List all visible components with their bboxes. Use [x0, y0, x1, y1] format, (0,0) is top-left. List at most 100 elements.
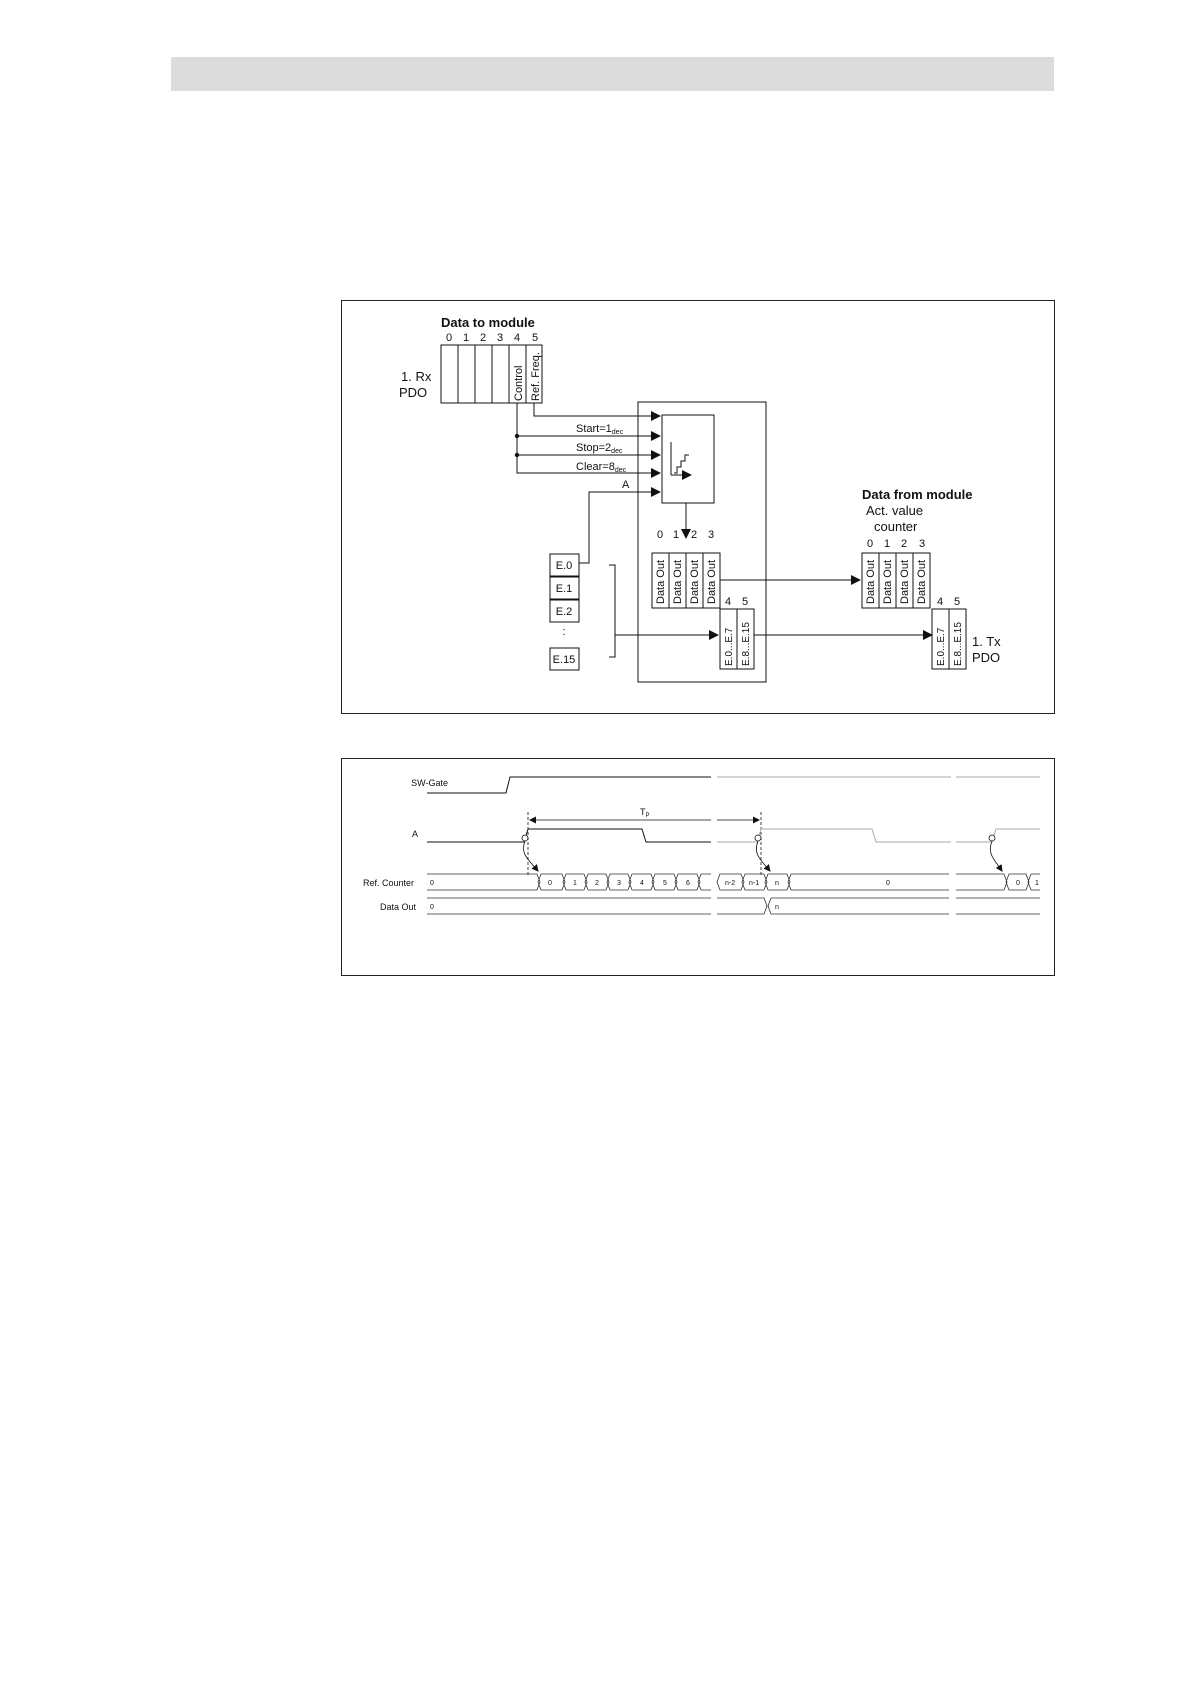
svg-text:0: 0	[430, 880, 434, 887]
svg-text:4: 4	[640, 880, 644, 887]
tx-data-out-bytes	[861, 552, 931, 609]
svg-text:n-2: n-2	[725, 880, 735, 887]
counter-function-block	[661, 414, 715, 504]
timing-diagram-svg: SW-Gate A Ref. Counter Data Out TP	[363, 776, 1040, 915]
e8-e15-label: E.8...E.15	[741, 622, 752, 666]
ref-counter-values: 0 0 1 2 3 4 5 6 n-2 n-1 n 0 0 1	[430, 880, 1039, 887]
tx-e-bytes	[931, 608, 967, 670]
e0-e7-label: E.0...E.7	[936, 627, 947, 666]
tx-pdo-label: PDO	[972, 650, 1000, 665]
data-out-label: Data Out	[706, 560, 718, 604]
byte-number: 1	[884, 538, 890, 550]
svg-text:5: 5	[663, 880, 667, 887]
e8-e15-label: E.8...E.15	[953, 622, 964, 666]
ref-freq-line	[533, 403, 661, 421]
signal-a: A	[412, 829, 418, 839]
byte-number: 5	[954, 596, 960, 608]
tx-label: 1. Tx	[972, 634, 1001, 649]
period-marker	[527, 812, 762, 877]
input-ellipsis: :	[562, 626, 565, 638]
signal-ref-counter: Ref. Counter	[363, 878, 414, 888]
byte-number: 0	[446, 332, 452, 344]
input-e0: E.0	[556, 560, 573, 572]
svg-text:n: n	[775, 880, 779, 887]
byte-number: 4	[937, 596, 943, 608]
byte-number: 0	[657, 529, 663, 541]
timing-diagram: SW-Gate A Ref. Counter Data Out TP	[341, 758, 1055, 976]
byte-number: 0	[867, 538, 873, 550]
svg-text:Start=1dec: Start=1dec	[576, 423, 624, 436]
byte-number: 2	[901, 538, 907, 550]
byte-number: 1	[673, 529, 679, 541]
data-out-values: 0 n	[430, 904, 779, 911]
data-out-label: Data Out	[655, 560, 667, 604]
byte-number: 2	[691, 529, 697, 541]
ref-counter-bus	[427, 873, 1040, 891]
svg-text:0: 0	[1016, 880, 1020, 887]
svg-text:0: 0	[886, 880, 890, 887]
svg-text:2: 2	[595, 880, 599, 887]
data-out-label: Data Out	[882, 560, 894, 604]
edge-arrows	[523, 840, 1003, 872]
dec-subscript: dec	[611, 448, 623, 455]
svg-text:1: 1	[573, 880, 577, 887]
rx-label: 1. Rx	[401, 369, 432, 384]
svg-text:0: 0	[548, 880, 552, 887]
dec-subscript: dec	[615, 467, 627, 474]
ref-freq-label: Ref. Freq.	[530, 352, 542, 401]
svg-text:3: 3	[617, 880, 621, 887]
byte-number: 5	[742, 596, 748, 608]
input-bracket	[609, 564, 616, 658]
module-frame	[637, 401, 767, 683]
byte-number: 2	[480, 332, 486, 344]
byte-number: 3	[919, 538, 925, 550]
act-value-label: Act. value	[866, 503, 923, 518]
a-line	[579, 487, 661, 564]
byte-number: 4	[514, 332, 520, 344]
a-waveform	[427, 828, 1040, 843]
period-label: TP	[640, 807, 650, 819]
signal-data-out: Data Out	[380, 902, 417, 912]
block-diagram: Data to module 0 1 2 3 4 5 Control Ref. …	[341, 300, 1055, 714]
a-label: A	[622, 479, 630, 491]
block-diagram-svg: Data to module 0 1 2 3 4 5 Control Ref. …	[399, 315, 1001, 683]
clear-label: Clear=8	[576, 461, 615, 473]
svg-text:n: n	[775, 904, 779, 911]
data-out-label: Data Out	[865, 560, 877, 604]
byte-number: 4	[725, 596, 731, 608]
input-boxes	[549, 553, 580, 671]
stop-label: Stop=2	[576, 442, 611, 454]
dec-subscript: dec	[612, 429, 624, 436]
rx-pdo-bytes	[440, 344, 543, 404]
byte-number: 1	[463, 332, 469, 344]
byte-number: 3	[497, 332, 503, 344]
page-header-bar	[171, 57, 1054, 91]
data-from-module-title: Data from module	[862, 487, 973, 502]
pdo-label: PDO	[399, 385, 427, 400]
data-out-label: Data Out	[916, 560, 928, 604]
data-out-label: Data Out	[899, 560, 911, 604]
control-label: Control	[513, 366, 525, 401]
sw-gate-waveform	[427, 776, 1040, 794]
counter-label: counter	[874, 519, 918, 534]
inner-e-bytes	[719, 608, 755, 670]
svg-text:Stop=2dec: Stop=2dec	[576, 442, 623, 455]
svg-text:Clear=8dec: Clear=8dec	[576, 461, 627, 474]
data-to-module-title: Data to module	[441, 315, 535, 330]
data-out-label: Data Out	[689, 560, 701, 604]
data-out-bus	[427, 897, 1040, 915]
input-e2: E.2	[556, 606, 573, 618]
svg-text:6: 6	[686, 880, 690, 887]
start-label: Start=1	[576, 423, 612, 435]
byte-number: 3	[708, 529, 714, 541]
data-out-label: Data Out	[672, 560, 684, 604]
e0-e7-label: E.0...E.7	[724, 627, 735, 666]
svg-text:n-1: n-1	[749, 880, 759, 887]
input-e1: E.1	[556, 583, 573, 595]
svg-text:1: 1	[1035, 880, 1039, 887]
input-e15: E.15	[553, 654, 576, 666]
byte-number: 5	[532, 332, 538, 344]
signal-sw-gate: SW-Gate	[411, 778, 448, 788]
svg-text:0: 0	[430, 904, 434, 911]
counter-staircase-icon	[670, 442, 692, 480]
